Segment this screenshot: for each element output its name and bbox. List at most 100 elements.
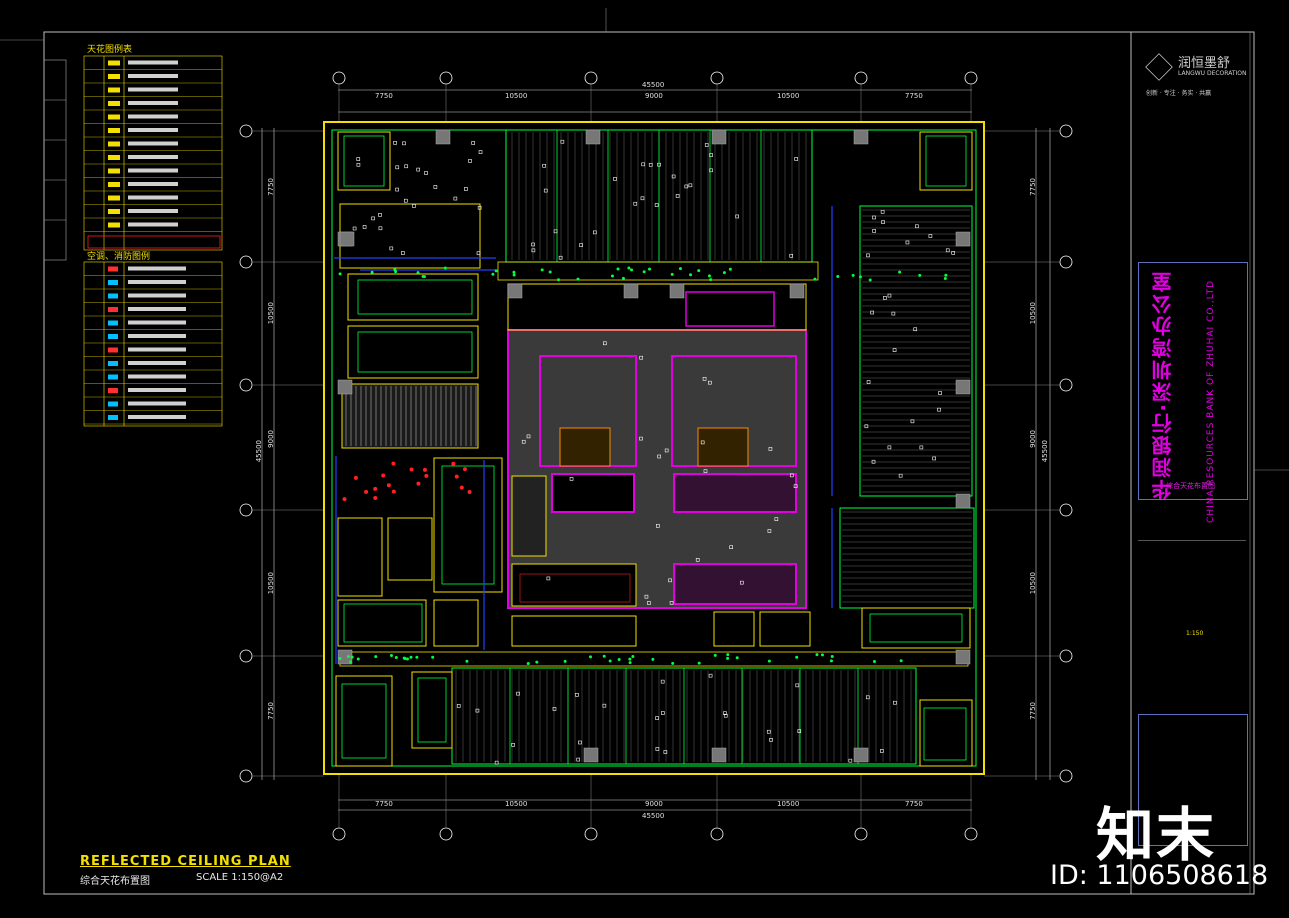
downlight-symbol bbox=[670, 272, 674, 276]
legend-symbol bbox=[108, 141, 120, 147]
sheet-border bbox=[43, 31, 1255, 895]
sprinkler-symbol bbox=[404, 198, 408, 203]
downlight-symbol bbox=[617, 657, 621, 661]
downlight-symbol bbox=[642, 270, 646, 274]
downlight-symbol bbox=[631, 655, 635, 659]
sprinkler-symbol bbox=[433, 185, 438, 189]
grid-axis-bubble bbox=[439, 71, 453, 85]
sprinkler-symbol bbox=[648, 162, 653, 167]
sprinkler-symbol bbox=[647, 601, 651, 605]
legend-desc bbox=[128, 222, 178, 227]
sprinkler-symbol bbox=[416, 167, 421, 172]
sprinkler-symbol bbox=[475, 708, 480, 713]
downlight-symbol bbox=[374, 655, 378, 659]
sprinkler-symbol bbox=[661, 711, 665, 715]
legend-desc bbox=[128, 334, 186, 338]
sprinkler-symbol bbox=[569, 477, 574, 481]
structural-column bbox=[853, 129, 869, 145]
downlight-symbol bbox=[795, 655, 799, 659]
structural-column bbox=[507, 283, 523, 299]
fire-device-symbol bbox=[424, 473, 429, 478]
legend-desc bbox=[128, 266, 186, 271]
sprinkler-symbol bbox=[494, 760, 499, 765]
grid-axis-bubble bbox=[239, 124, 253, 138]
sprinkler-symbol bbox=[593, 230, 597, 235]
downlight-symbol bbox=[443, 266, 447, 270]
legend-warning-note bbox=[87, 235, 221, 249]
downlight-symbol bbox=[851, 273, 855, 277]
downlight-symbol bbox=[630, 268, 634, 272]
sprinkler-symbol bbox=[913, 327, 918, 332]
legend-symbol bbox=[108, 155, 120, 160]
legend-symbol bbox=[108, 334, 118, 339]
sprinkler-symbol bbox=[378, 213, 382, 217]
legend-desc bbox=[128, 293, 186, 298]
fire-device-symbol bbox=[422, 467, 427, 472]
sprinkler-symbol bbox=[476, 251, 481, 256]
legend-desc bbox=[128, 182, 178, 186]
sprinkler-symbol bbox=[546, 576, 551, 581]
downlight-symbol bbox=[405, 657, 409, 661]
legend-symbol bbox=[108, 280, 118, 285]
sprinkler-symbol bbox=[576, 757, 580, 762]
dimension-bottom: 10500 bbox=[505, 800, 528, 808]
building-outline bbox=[323, 121, 985, 775]
structural-column bbox=[955, 649, 971, 665]
grid-ceiling-bottom bbox=[451, 667, 917, 765]
downlight-symbol bbox=[898, 270, 902, 274]
sprinkler-symbol bbox=[404, 164, 409, 169]
downlight-symbol bbox=[610, 274, 614, 278]
downlight-symbol bbox=[563, 659, 567, 663]
sprinkler-symbol bbox=[891, 311, 896, 316]
sprinkler-symbol bbox=[464, 187, 468, 191]
downlight-symbol bbox=[608, 659, 612, 663]
notes-box bbox=[1138, 714, 1248, 846]
fire-device-symbol bbox=[459, 485, 464, 490]
dimension-right: 7750 bbox=[1029, 702, 1037, 720]
sprinkler-symbol bbox=[633, 201, 638, 206]
downlight-symbol bbox=[627, 266, 631, 270]
fire-device-symbol bbox=[342, 497, 347, 502]
sprinkler-symbol bbox=[795, 683, 800, 688]
sprinkler-symbol bbox=[401, 251, 405, 255]
legend-symbol bbox=[108, 401, 118, 407]
sprinkler-symbol bbox=[789, 253, 794, 258]
downlight-symbol bbox=[709, 278, 713, 282]
structural-column bbox=[337, 379, 353, 395]
drawing-scale: SCALE 1:150@A2 bbox=[196, 872, 284, 883]
sprinkler-symbol bbox=[424, 171, 428, 175]
legend-desc bbox=[128, 74, 178, 78]
sprinkler-symbol bbox=[393, 141, 397, 145]
drawing-title: REFLECTED CEILING PLAN bbox=[80, 854, 291, 869]
grid-axis-bubble bbox=[239, 649, 253, 663]
sprinkler-symbol bbox=[870, 310, 874, 315]
sprinkler-symbol bbox=[663, 750, 668, 754]
sprinkler-symbol bbox=[521, 439, 526, 444]
downlight-symbol bbox=[689, 273, 693, 277]
sprinkler-symbol bbox=[740, 580, 744, 585]
downlight-symbol bbox=[494, 269, 498, 273]
legend-desc bbox=[128, 388, 186, 392]
fire-device-symbol bbox=[364, 489, 369, 494]
dimension-left: 10500 bbox=[267, 572, 275, 595]
grid-axis-bubble bbox=[710, 827, 724, 841]
sprinkler-symbol bbox=[558, 255, 563, 260]
sprinkler-symbol bbox=[456, 704, 461, 708]
sprinkler-symbol bbox=[356, 157, 361, 161]
downlight-symbol bbox=[602, 654, 606, 658]
dimension-top-total: 45500 bbox=[642, 81, 665, 89]
sprinkler-symbol bbox=[709, 153, 713, 157]
downlight-symbol bbox=[512, 270, 516, 274]
sprinkler-symbol bbox=[951, 251, 955, 255]
sprinkler-symbol bbox=[395, 187, 399, 192]
sprinkler-symbol bbox=[880, 749, 884, 753]
legend-symbol bbox=[108, 361, 118, 366]
structural-column bbox=[339, 231, 355, 247]
brand-name-en: LANGWU DECORATION bbox=[1178, 70, 1247, 77]
sprinkler-symbol bbox=[356, 162, 361, 167]
sprinkler-symbol bbox=[684, 184, 689, 189]
sprinkler-symbol bbox=[654, 203, 659, 207]
downlight-symbol bbox=[713, 653, 717, 657]
sprinkler-symbol bbox=[671, 174, 676, 179]
legend-symbol bbox=[108, 209, 120, 214]
